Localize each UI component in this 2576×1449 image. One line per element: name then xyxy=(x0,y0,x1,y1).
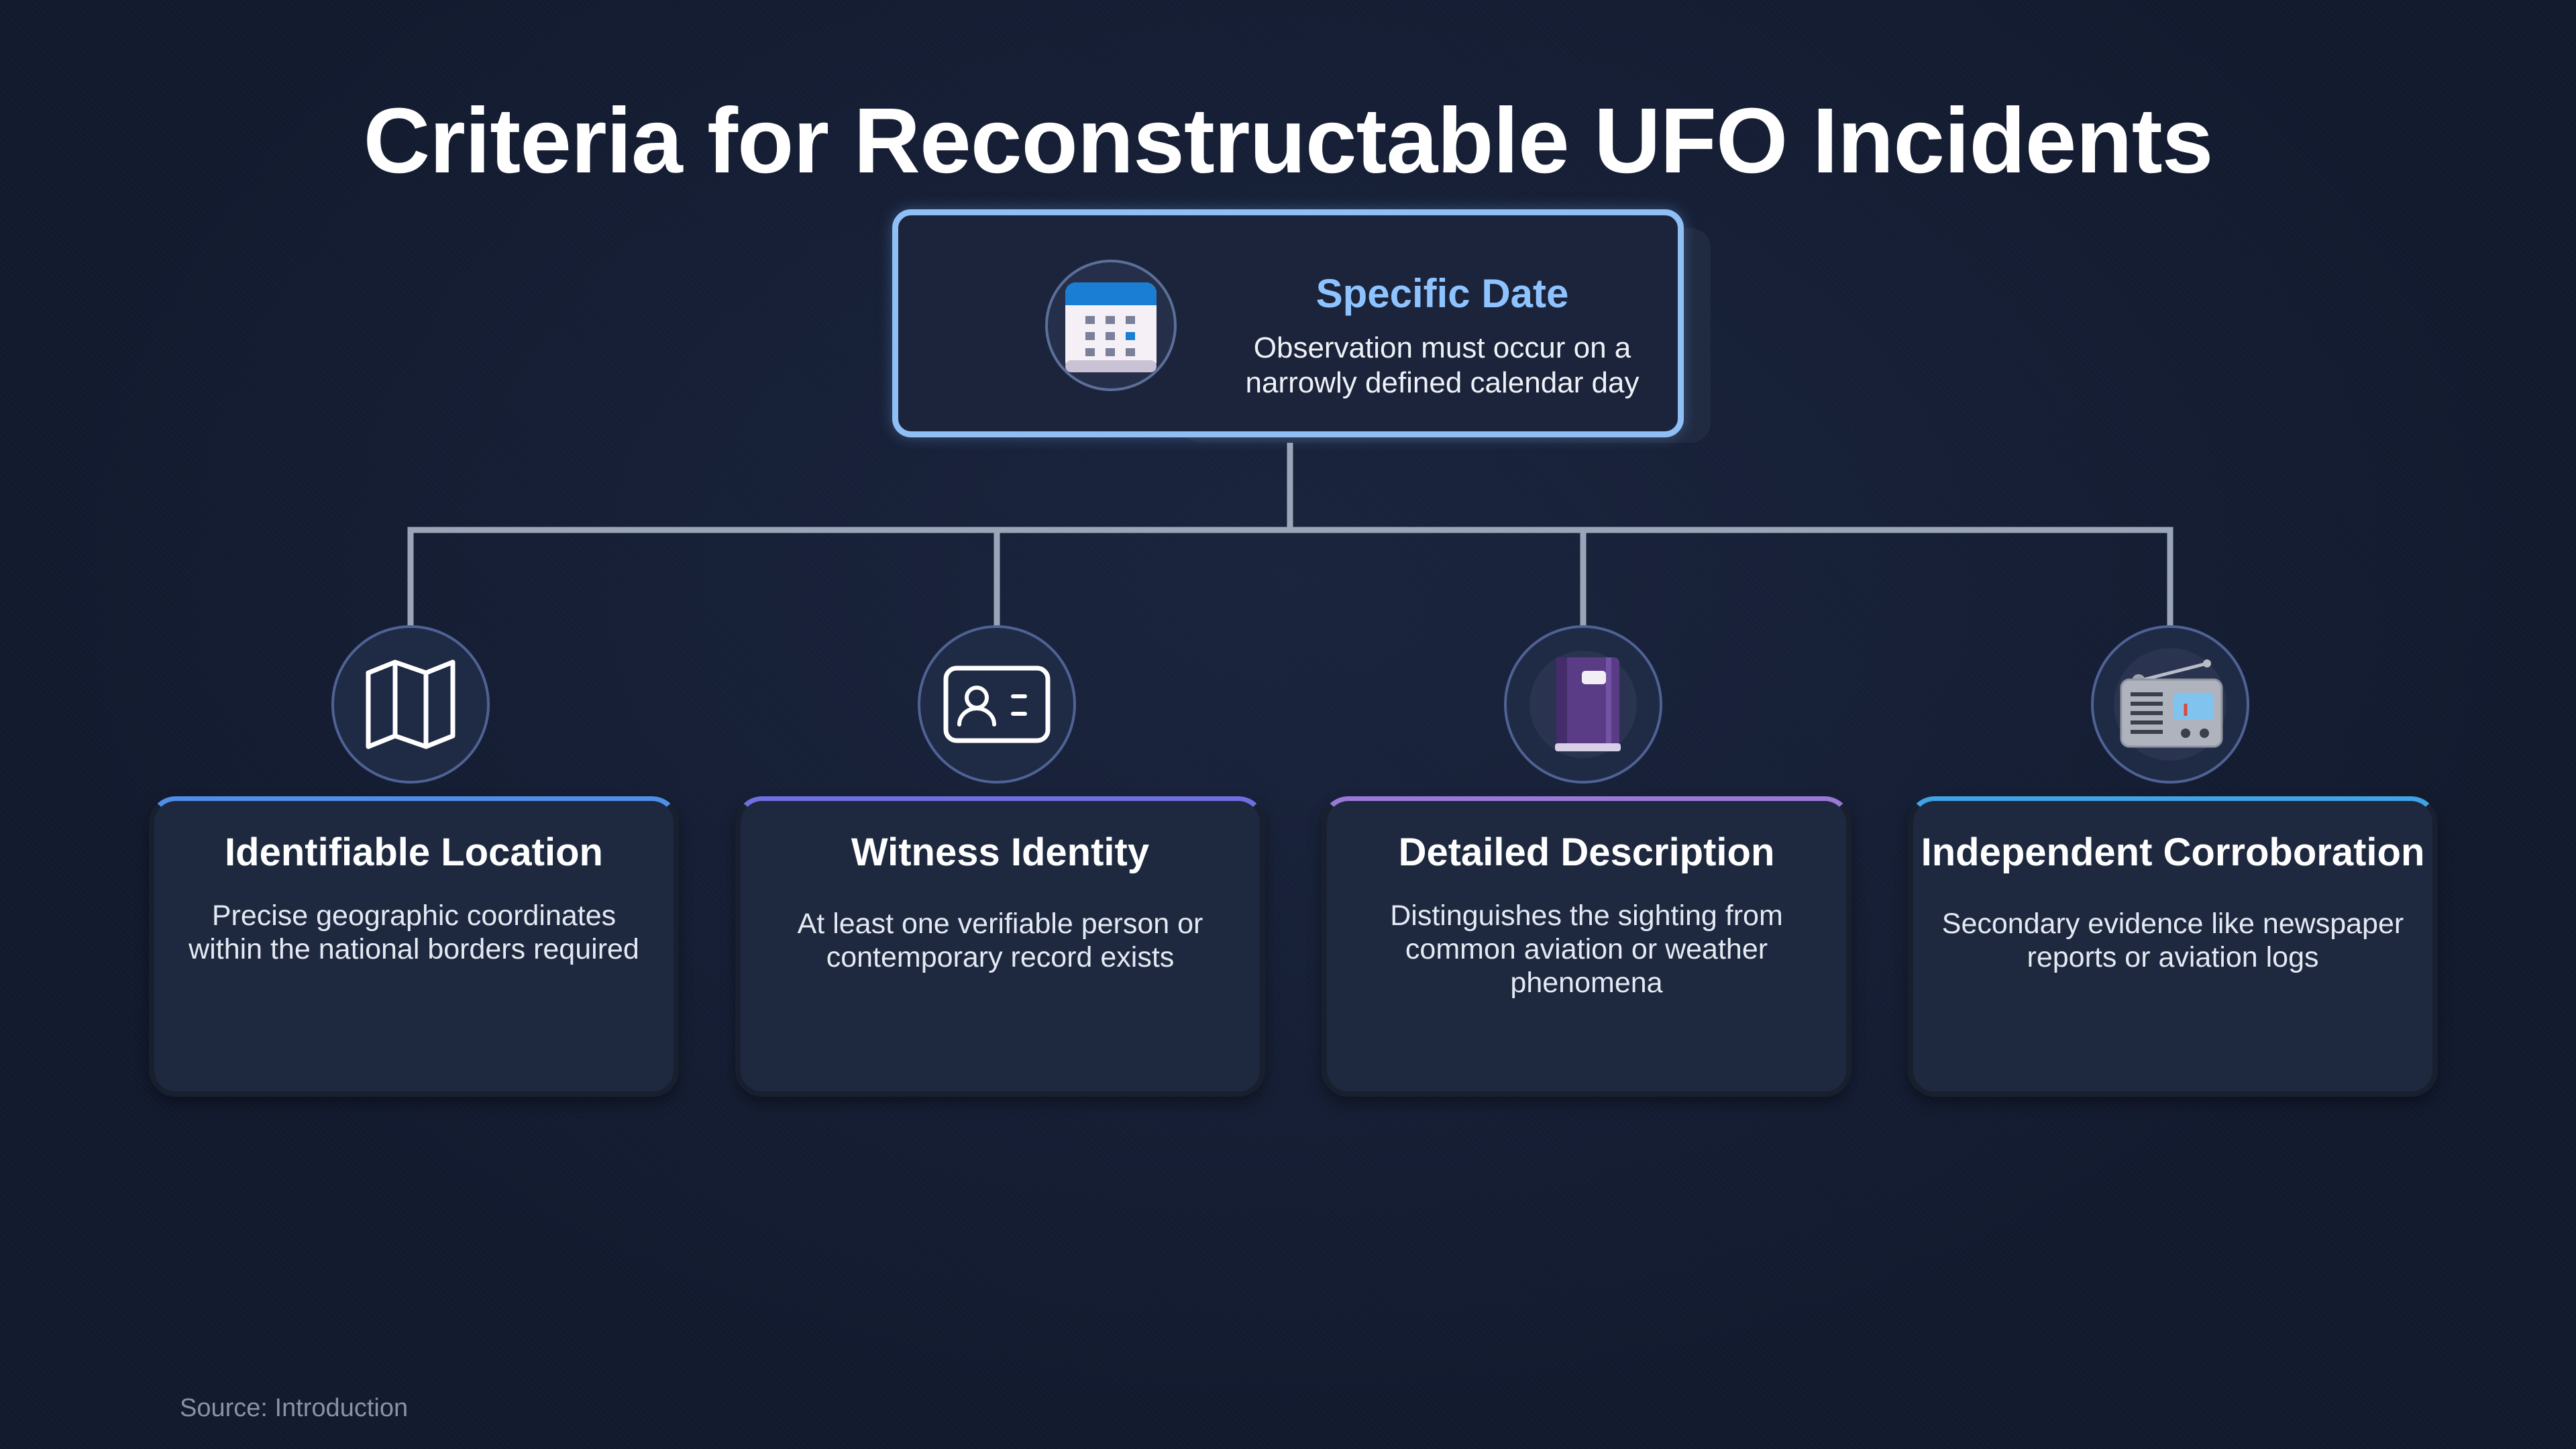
id-card-icon xyxy=(918,625,1076,784)
criterion-title: Identifiable Location xyxy=(225,830,603,874)
criterion-description: Distinguishes the sighting from common a… xyxy=(1390,900,1783,999)
criterion-card-location: Identifiable Location Precise geographic… xyxy=(149,796,679,1097)
criterion-card-witness: Witness Identity At least one verifiable… xyxy=(735,796,1265,1097)
criterion-description: Secondary evidence like newspaper report… xyxy=(1941,908,2404,973)
page-title: Criteria for Reconstructable UFO Inciden… xyxy=(363,89,2214,193)
calendar-icon xyxy=(1045,260,1177,391)
criterion-description: Precise geographic coordinates within th… xyxy=(189,900,639,965)
criterion-title: Independent Corroboration xyxy=(1921,830,2425,874)
root-title: Specific Date xyxy=(1316,271,1569,316)
criterion-description: At least one verifiable person or contem… xyxy=(797,908,1203,973)
source-note: Source: Introduction xyxy=(180,1394,409,1422)
notebook-icon xyxy=(1504,625,1662,784)
map-icon xyxy=(331,625,490,784)
criterion-title: Detailed Description xyxy=(1398,830,1775,874)
root-card xyxy=(892,209,1684,437)
criterion-card-description: Detailed Description Distinguishes the s… xyxy=(1322,796,1851,1097)
radio-icon xyxy=(2091,625,2249,784)
criterion-card-corroboration: Independent Corroboration Secondary evid… xyxy=(1908,796,2438,1097)
root-description: Observation must occur on a narrowly def… xyxy=(1245,331,1640,399)
criterion-title: Witness Identity xyxy=(851,830,1150,874)
